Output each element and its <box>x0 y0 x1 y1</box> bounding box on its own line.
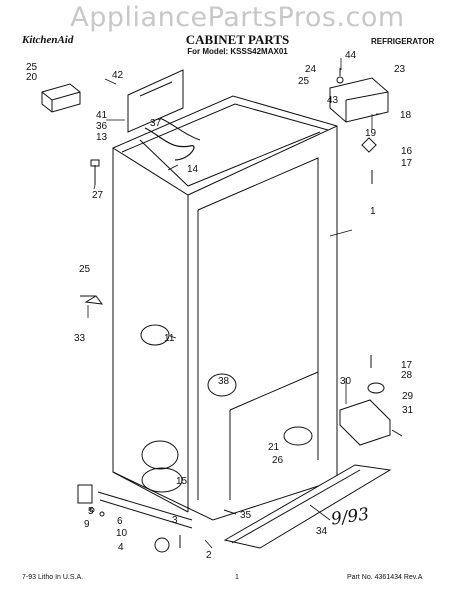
callout-31: 31 <box>402 405 414 416</box>
bottom-left-parts <box>77 484 237 553</box>
callout-29: 29 <box>402 391 414 402</box>
footer-litho: 7-93 Litho In U.S.A. <box>22 574 84 581</box>
rear-panel <box>127 69 184 133</box>
callout-34: 34 <box>316 526 328 537</box>
callout-36: 36 <box>96 121 108 132</box>
brand-logo: KitchenAid <box>22 34 74 46</box>
callout-25-b: 25 <box>298 76 310 87</box>
footer-part-number: Part No. 4361434 Rev.A <box>347 574 423 581</box>
model-number: For Model: KSSS42MAX01 <box>187 47 288 56</box>
callout-20: 20 <box>26 72 38 83</box>
callout-5: 5 <box>88 506 94 517</box>
top-left-hinge <box>41 83 81 113</box>
callout-3: 3 <box>172 515 178 526</box>
watermark: AppliancePartsPros.com <box>70 2 405 33</box>
toe-grille <box>223 464 392 549</box>
bottom-right-bracket <box>339 355 403 446</box>
callout-27: 27 <box>92 190 104 201</box>
callout-6: 6 <box>117 516 123 527</box>
callout-23: 23 <box>394 64 406 75</box>
callout-11: 11 <box>164 333 175 344</box>
callout-42: 42 <box>112 70 124 81</box>
callout-4: 4 <box>118 542 124 553</box>
left-screws <box>80 159 104 305</box>
callout-43: 43 <box>327 95 339 106</box>
callout-16: 16 <box>401 146 413 157</box>
leader-lines <box>87 58 380 549</box>
callout-41: 41 <box>96 110 108 121</box>
callout-18: 18 <box>400 110 412 121</box>
callout-38: 38 <box>218 376 230 387</box>
callout-2: 2 <box>206 550 212 561</box>
category-label: REFRIGERATOR <box>371 37 435 46</box>
callout-14: 14 <box>187 164 199 175</box>
callout-1: 1 <box>370 206 376 217</box>
callout-35: 35 <box>240 510 252 521</box>
callout-44: 44 <box>345 50 357 61</box>
callout-28: 28 <box>401 370 413 381</box>
cabinet-shell <box>112 95 338 521</box>
callout-37: 37 <box>150 118 162 129</box>
callout-13: 13 <box>96 132 108 143</box>
callout-numbers: 25 20 42 41 36 13 37 14 27 24 44 23 25 4… <box>26 50 414 561</box>
callout-21: 21 <box>268 442 280 453</box>
callout-10: 10 <box>116 528 128 539</box>
footer-page-number: 1 <box>235 574 239 581</box>
callout-19: 19 <box>365 128 377 139</box>
callout-33: 33 <box>74 333 86 344</box>
callout-25: 25 <box>26 62 38 73</box>
callout-15: 15 <box>176 476 188 487</box>
callout-30: 30 <box>340 376 352 387</box>
page-title: CABINET PARTS <box>185 32 290 47</box>
callout-17-b: 17 <box>401 360 413 371</box>
top-right-hinge <box>329 68 389 184</box>
callout-24: 24 <box>305 64 317 75</box>
callout-9: 9 <box>84 519 90 530</box>
callout-26: 26 <box>272 455 284 466</box>
callout-17: 17 <box>401 158 413 169</box>
callout-25-c: 25 <box>79 264 91 275</box>
